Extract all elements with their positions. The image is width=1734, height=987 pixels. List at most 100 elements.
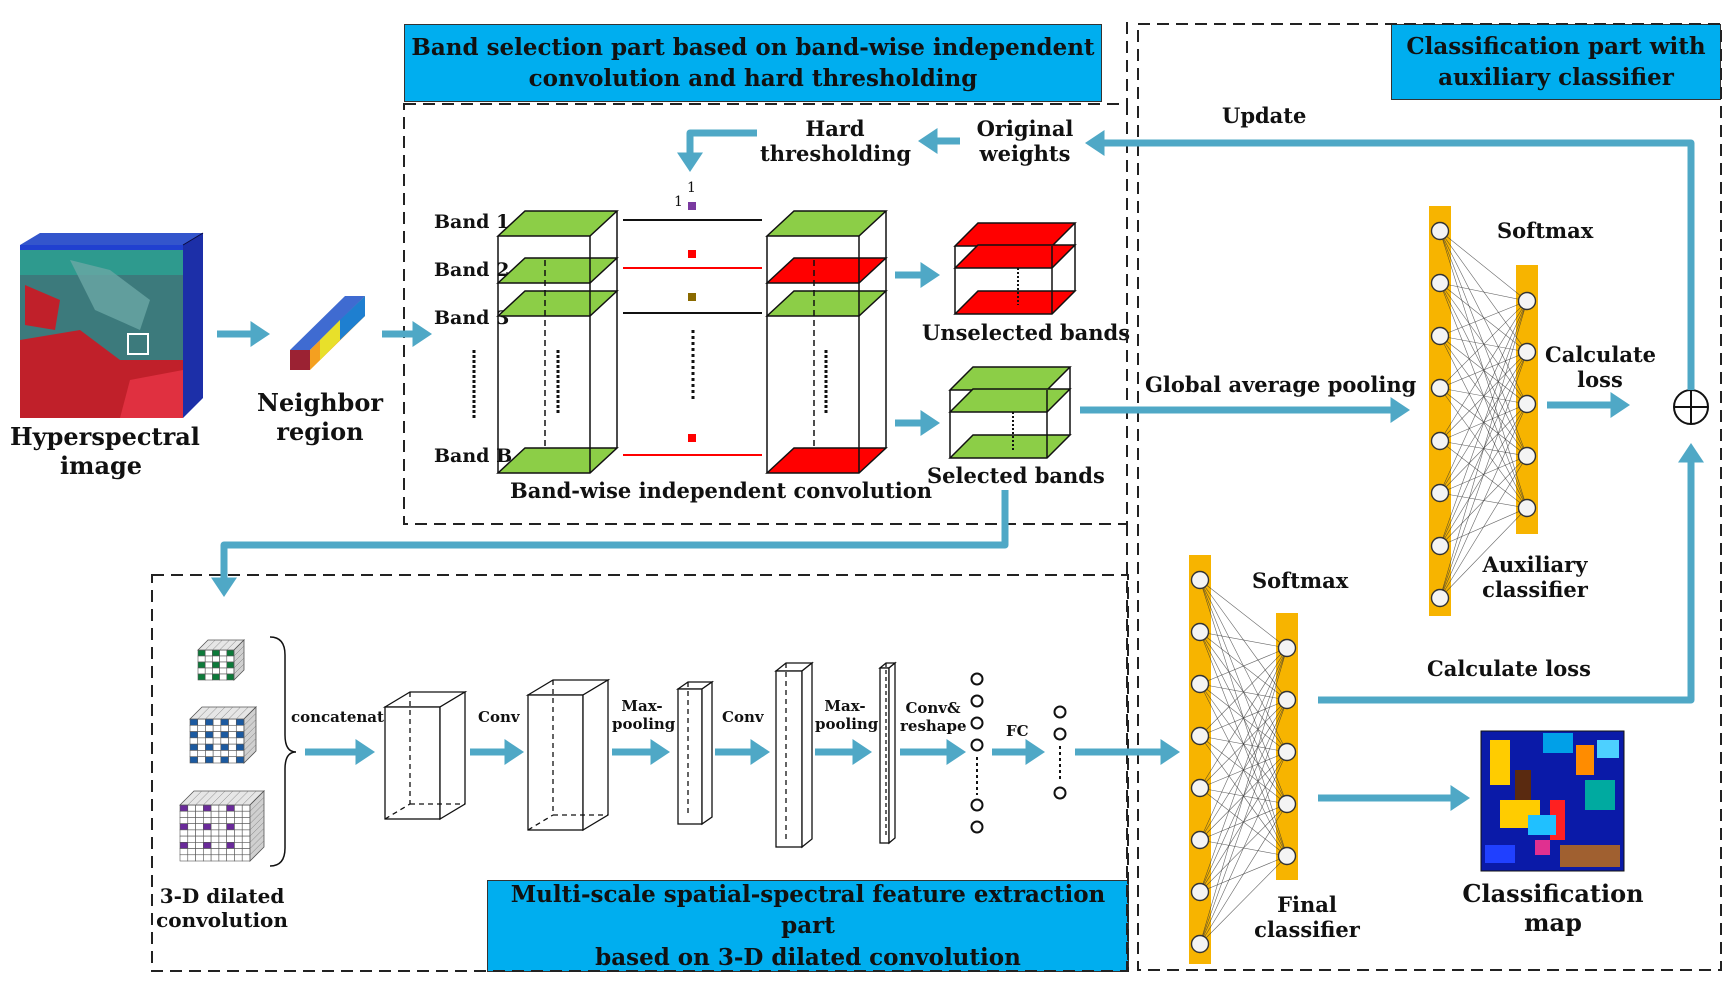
unselected-bands-cube (953, 222, 1077, 315)
kernel-weight-b (688, 434, 696, 442)
selected-bands-cube (948, 366, 1072, 459)
final-output-column (1276, 613, 1298, 880)
maxpool1-prism (675, 680, 715, 826)
arrow-to-final-classifier (1075, 739, 1180, 765)
selected-bands-label: Selected bands (927, 463, 1105, 488)
final-output-neuron (1277, 846, 1297, 866)
kernel-size-label-top: 1 (687, 180, 696, 196)
final-input-neuron (1190, 674, 1210, 694)
classification-frame (1137, 23, 1722, 971)
arrow-concatenate (305, 739, 375, 765)
final-input-neuron (1190, 570, 1210, 590)
step-label-maxpool-2: Max-pooling (815, 697, 879, 733)
dilated-cube-small (197, 639, 245, 681)
aux-input-neuron (1430, 588, 1450, 608)
band-selection-frame (403, 103, 1128, 525)
band-selection-banner: Band selection part based on band-wise i… (404, 24, 1102, 102)
arrow-to-unselected (895, 262, 940, 288)
final-input-neuron (1190, 778, 1210, 798)
neighbor-region-prism (290, 296, 365, 370)
final-input-neuron (1190, 726, 1210, 746)
final-output-neuron (1277, 638, 1297, 658)
sum-node-icon (1673, 389, 1709, 425)
final-output-neuron (1277, 742, 1297, 762)
unselected-bands-label: Unselected bands (922, 320, 1131, 345)
arrow-image-to-neighbor (217, 321, 270, 347)
arrow-fc (992, 739, 1045, 765)
step-label-conv-2: Conv (722, 708, 764, 726)
step-label-conv-reshape: Conv& reshape (900, 699, 967, 735)
aux-input-neuron (1430, 378, 1450, 398)
feature-prisms (382, 661, 897, 849)
maxpool2-prism (878, 661, 897, 845)
aux-input-neuron (1430, 221, 1450, 241)
dilated-conv-cubes (179, 639, 265, 862)
arrow-to-classification-map (1318, 785, 1470, 811)
bandwise-input-prism (472, 210, 619, 474)
final-output-neuron (1277, 690, 1297, 710)
final-input-neuron (1190, 882, 1210, 902)
band-label-1: Band 1 (434, 211, 510, 233)
aux-input-neuron (1430, 431, 1450, 451)
step-label-concatenate: concatenate (291, 708, 394, 726)
final-output-neuron (1277, 794, 1297, 814)
arrow-maxpool-1 (612, 739, 670, 765)
feature-extraction-banner: Multi-scale spatial-spectral feature ext… (487, 880, 1129, 972)
aux-output-neuron (1517, 446, 1537, 466)
final-input-neuron (1190, 830, 1210, 850)
kernel-weight-2 (688, 250, 696, 258)
band-label-2: Band 2 (434, 259, 510, 281)
arrow-neighbor-to-bands (382, 321, 432, 347)
aux-input-neuron (1430, 536, 1450, 556)
dilated-cube-large (179, 790, 265, 862)
kernel-size-label-left: 1 (674, 194, 683, 210)
band-label-3: Band 3 (434, 307, 510, 329)
softmax-final-label: Softmax (1252, 568, 1349, 593)
aux-output-neuron (1517, 498, 1537, 518)
step-label-conv-1: Conv (478, 708, 520, 726)
dashed-frames (151, 22, 1722, 972)
aux-output-neuron (1517, 342, 1537, 362)
update-label: Update (1222, 103, 1307, 128)
aux-input-neuron (1430, 273, 1450, 293)
aux-output-column (1516, 265, 1538, 534)
arrow-aux-to-loss (1547, 392, 1630, 418)
arrow-weights-to-threshold (918, 128, 960, 154)
aux-output-neuron (1517, 394, 1537, 414)
arrow-global-avg-pooling (1080, 397, 1410, 423)
arrow-conv-1 (470, 739, 524, 765)
arrow-maxpool-2 (815, 739, 872, 765)
arrow-conv-reshape (900, 739, 966, 765)
final-input-column (1189, 555, 1211, 964)
band-label-b: Band B (434, 445, 513, 467)
bandwise-output-prism (765, 210, 888, 474)
calculate-loss-final-label: Calculate loss (1427, 656, 1591, 681)
classification-map (1481, 731, 1624, 871)
bandwise-conv-label: Band-wise independent convolution (510, 478, 932, 503)
neuron-dots (970, 672, 1067, 834)
concat-bracket (269, 636, 297, 867)
aux-input-neuron (1430, 326, 1450, 346)
softmax-aux-label: Softmax (1497, 218, 1594, 243)
final-input-neuron (1190, 934, 1210, 954)
conv2-prism (774, 661, 814, 849)
aux-output-neuron (1517, 291, 1537, 311)
final-input-neuron (1190, 622, 1210, 642)
concat-prism (382, 690, 468, 821)
step-label-fc: FC (1006, 722, 1029, 740)
global-avg-pooling-label: Global average pooling (1145, 372, 1417, 397)
kernel-weights (623, 202, 762, 456)
arrow-to-selected (895, 410, 940, 436)
aux-input-column (1429, 206, 1451, 616)
dilated-cube-medium (189, 706, 257, 764)
